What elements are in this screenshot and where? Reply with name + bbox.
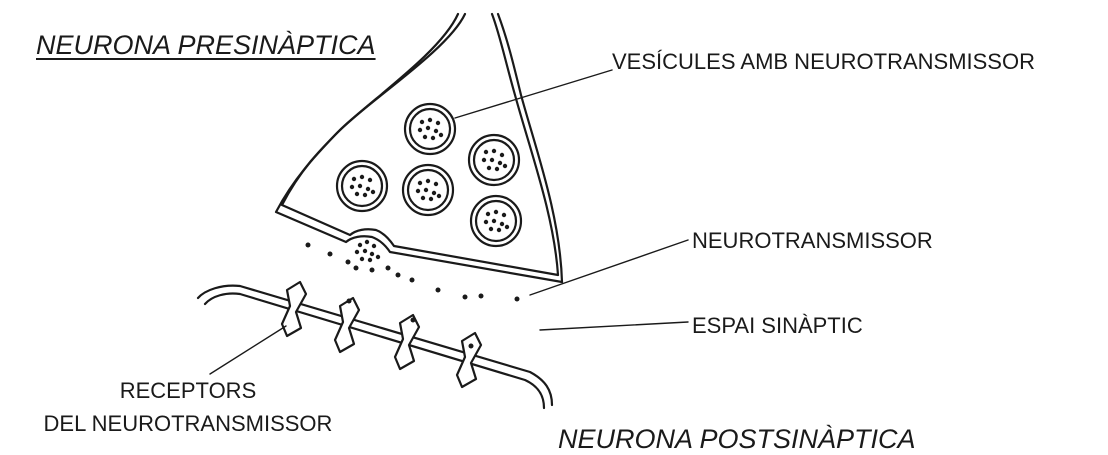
vesicle <box>405 104 455 154</box>
receptors-label: RECEPTORS DEL NEUROTRANSMISSOR <box>38 374 338 440</box>
presynaptic-neuron-title: NEURONA PRESINÀPTICA <box>36 30 376 61</box>
leader-line-neurotransmitter <box>530 240 688 295</box>
neurotransmitter-label: NEUROTRANSMISSOR <box>692 228 933 254</box>
vesicles-label: VESÍCULES AMB NEUROTRANSMISSOR <box>612 49 1035 75</box>
postsynaptic-neuron-title: NEURONA POSTSINÀPTICA <box>558 424 916 455</box>
vesicle <box>410 109 450 149</box>
synaptic-cleft-label: ESPAI SINÀPTIC <box>692 313 863 339</box>
leader-line-receptors <box>210 326 286 374</box>
leader-line-cleft <box>540 322 688 330</box>
receptors-label-line2: DEL NEUROTRANSMISSOR <box>38 407 338 440</box>
receptors-label-line1: RECEPTORS <box>38 374 338 407</box>
receptor <box>282 282 306 336</box>
leader-line-vesicles <box>455 70 612 118</box>
receptor <box>335 298 359 352</box>
